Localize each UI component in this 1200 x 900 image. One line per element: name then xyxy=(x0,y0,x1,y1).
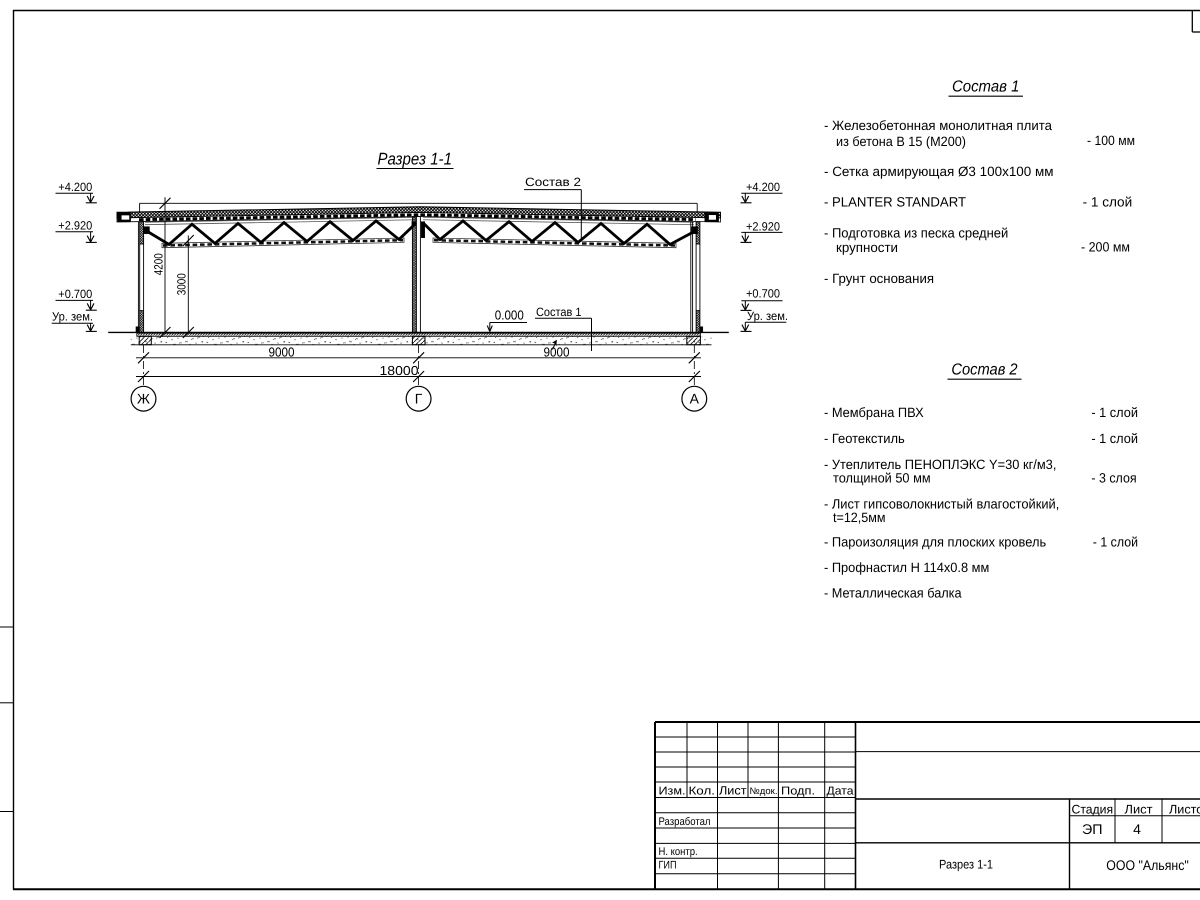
svg-text:Ж: Ж xyxy=(137,391,150,407)
svg-text:Стадия: Стадия xyxy=(1072,802,1114,816)
svg-text:- Мембрана ПВХ: - Мембрана ПВХ xyxy=(824,405,924,420)
svg-text:№док.: №док. xyxy=(750,786,778,797)
svg-text:18000: 18000 xyxy=(380,363,419,378)
svg-text:Состав 2: Состав 2 xyxy=(951,362,1017,379)
svg-text:Н. контр.: Н. контр. xyxy=(659,846,698,858)
svg-text:Разработал: Разработал xyxy=(659,816,711,828)
svg-text:4200: 4200 xyxy=(152,253,166,275)
svg-text:ГИП: ГИП xyxy=(659,860,677,872)
svg-text:Ур. зем.: Ур. зем. xyxy=(747,309,788,323)
svg-text:Разрез 1-1: Разрез 1-1 xyxy=(377,150,452,169)
svg-text:ЭП: ЭП xyxy=(1082,821,1103,837)
svg-text:- PLANTER STANDART: - PLANTER STANDART xyxy=(824,195,966,210)
svg-text:крупности: крупности xyxy=(836,240,898,255)
svg-text:Листов: Листов xyxy=(1169,802,1200,816)
svg-text:+4.200: +4.200 xyxy=(58,180,92,194)
svg-text:Состав 1: Состав 1 xyxy=(536,305,582,319)
svg-text:- 1 слой: - 1 слой xyxy=(1093,534,1138,549)
svg-text:- 100 мм: - 100 мм xyxy=(1087,133,1135,148)
svg-text:- 1 слой: - 1 слой xyxy=(1083,195,1133,210)
svg-text:- Подготовка из песка средней: - Подготовка из песка средней xyxy=(824,225,1008,240)
svg-text:ООО "Альянс": ООО "Альянс" xyxy=(1106,857,1189,873)
svg-text:9000: 9000 xyxy=(544,344,570,359)
svg-text:- Пароизоляция для плоских кро: - Пароизоляция для плоских кровель xyxy=(824,534,1046,549)
svg-text:- 1 слой: - 1 слой xyxy=(1091,405,1138,420)
svg-text:4: 4 xyxy=(1133,821,1141,837)
svg-text:3000: 3000 xyxy=(175,273,189,295)
svg-text:А: А xyxy=(690,391,700,407)
svg-text:- Сетка армирующая Ø3 100х100: - Сетка армирующая Ø3 100х100 мм xyxy=(824,164,1054,179)
svg-text:- 200 мм: - 200 мм xyxy=(1081,239,1130,254)
svg-text:- Металлическая балка: - Металлическая балка xyxy=(824,586,962,601)
svg-text:Состав 1: Состав 1 xyxy=(952,79,1019,96)
svg-text:- Утеплитель ПЕНОПЛЭКС Y=30 кг: - Утеплитель ПЕНОПЛЭКС Y=30 кг/м3, xyxy=(824,457,1056,472)
svg-text:Лист: Лист xyxy=(719,784,747,798)
svg-text:- Лист гипсоволокнистый влагос: - Лист гипсоволокнистый влагостойкий, xyxy=(824,497,1059,512)
svg-text:- Геотекстиль: - Геотекстиль xyxy=(824,431,905,446)
svg-text:- Грунт основания: - Грунт основания xyxy=(824,271,934,286)
svg-text:t=12,5мм: t=12,5мм xyxy=(833,510,886,525)
svg-text:Кол.: Кол. xyxy=(689,785,716,797)
svg-text:из бетона В 15 (М200): из бетона В 15 (М200) xyxy=(836,134,966,149)
svg-text:- 3 слоя: - 3 слоя xyxy=(1091,470,1136,485)
svg-text:9000: 9000 xyxy=(269,344,295,359)
svg-text:0.000: 0.000 xyxy=(495,308,524,323)
svg-text:- 1 слой: - 1 слой xyxy=(1091,431,1138,446)
svg-text:- Профнастил Н 114х0.8 мм: - Профнастил Н 114х0.8 мм xyxy=(824,560,989,575)
svg-text:толщиной 50 мм: толщиной 50 мм xyxy=(833,470,931,485)
svg-text:Изм.: Изм. xyxy=(659,785,686,797)
svg-text:Ур. зем.: Ур. зем. xyxy=(52,310,93,324)
svg-text:+2.920: +2.920 xyxy=(746,220,780,234)
svg-text:+2.920: +2.920 xyxy=(58,218,92,232)
svg-text:+0.700: +0.700 xyxy=(58,287,92,301)
svg-text:+0.700: +0.700 xyxy=(746,287,780,301)
svg-text:Г: Г xyxy=(415,391,423,407)
svg-text:Дата: Дата xyxy=(827,785,855,797)
svg-text:Подп.: Подп. xyxy=(781,785,815,797)
svg-text:+4.200: +4.200 xyxy=(746,180,780,194)
svg-text:Состав 2: Состав 2 xyxy=(525,175,581,189)
svg-text:Разрез 1-1: Разрез 1-1 xyxy=(939,858,993,872)
svg-text:Лист: Лист xyxy=(1125,802,1153,816)
svg-text:- Железобетонная монолитная п: - Железобетонная монолитная плита xyxy=(824,118,1052,133)
